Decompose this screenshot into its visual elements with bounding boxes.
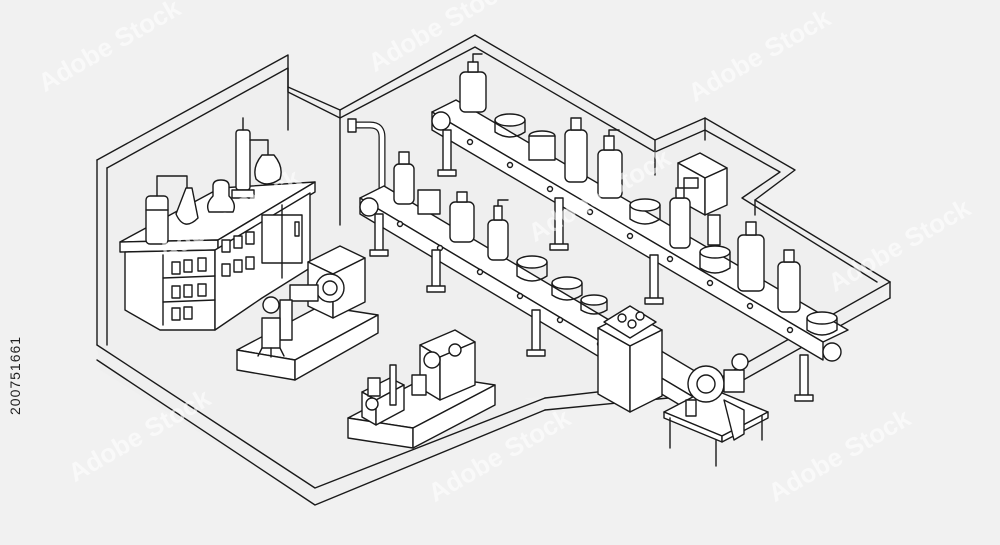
front-machine-bench [347, 329, 496, 449]
front-floor-edge-left [96, 344, 546, 489]
wall-pipe [347, 118, 386, 221]
lab-bench [119, 117, 316, 331]
conveyor-back-rollers [466, 138, 794, 334]
robot-arm-machine [236, 245, 379, 381]
conveyor-back [431, 53, 849, 402]
back-wall-inner [106, 46, 878, 283]
shelf-jars [171, 231, 255, 321]
products-back [459, 53, 838, 336]
electrical-cabinet [677, 152, 728, 216]
products-front [393, 151, 608, 315]
labeling-machine [663, 353, 769, 467]
stock-id-number: 200751661 [7, 335, 23, 415]
packing-station [597, 305, 663, 413]
glassware [145, 117, 282, 245]
